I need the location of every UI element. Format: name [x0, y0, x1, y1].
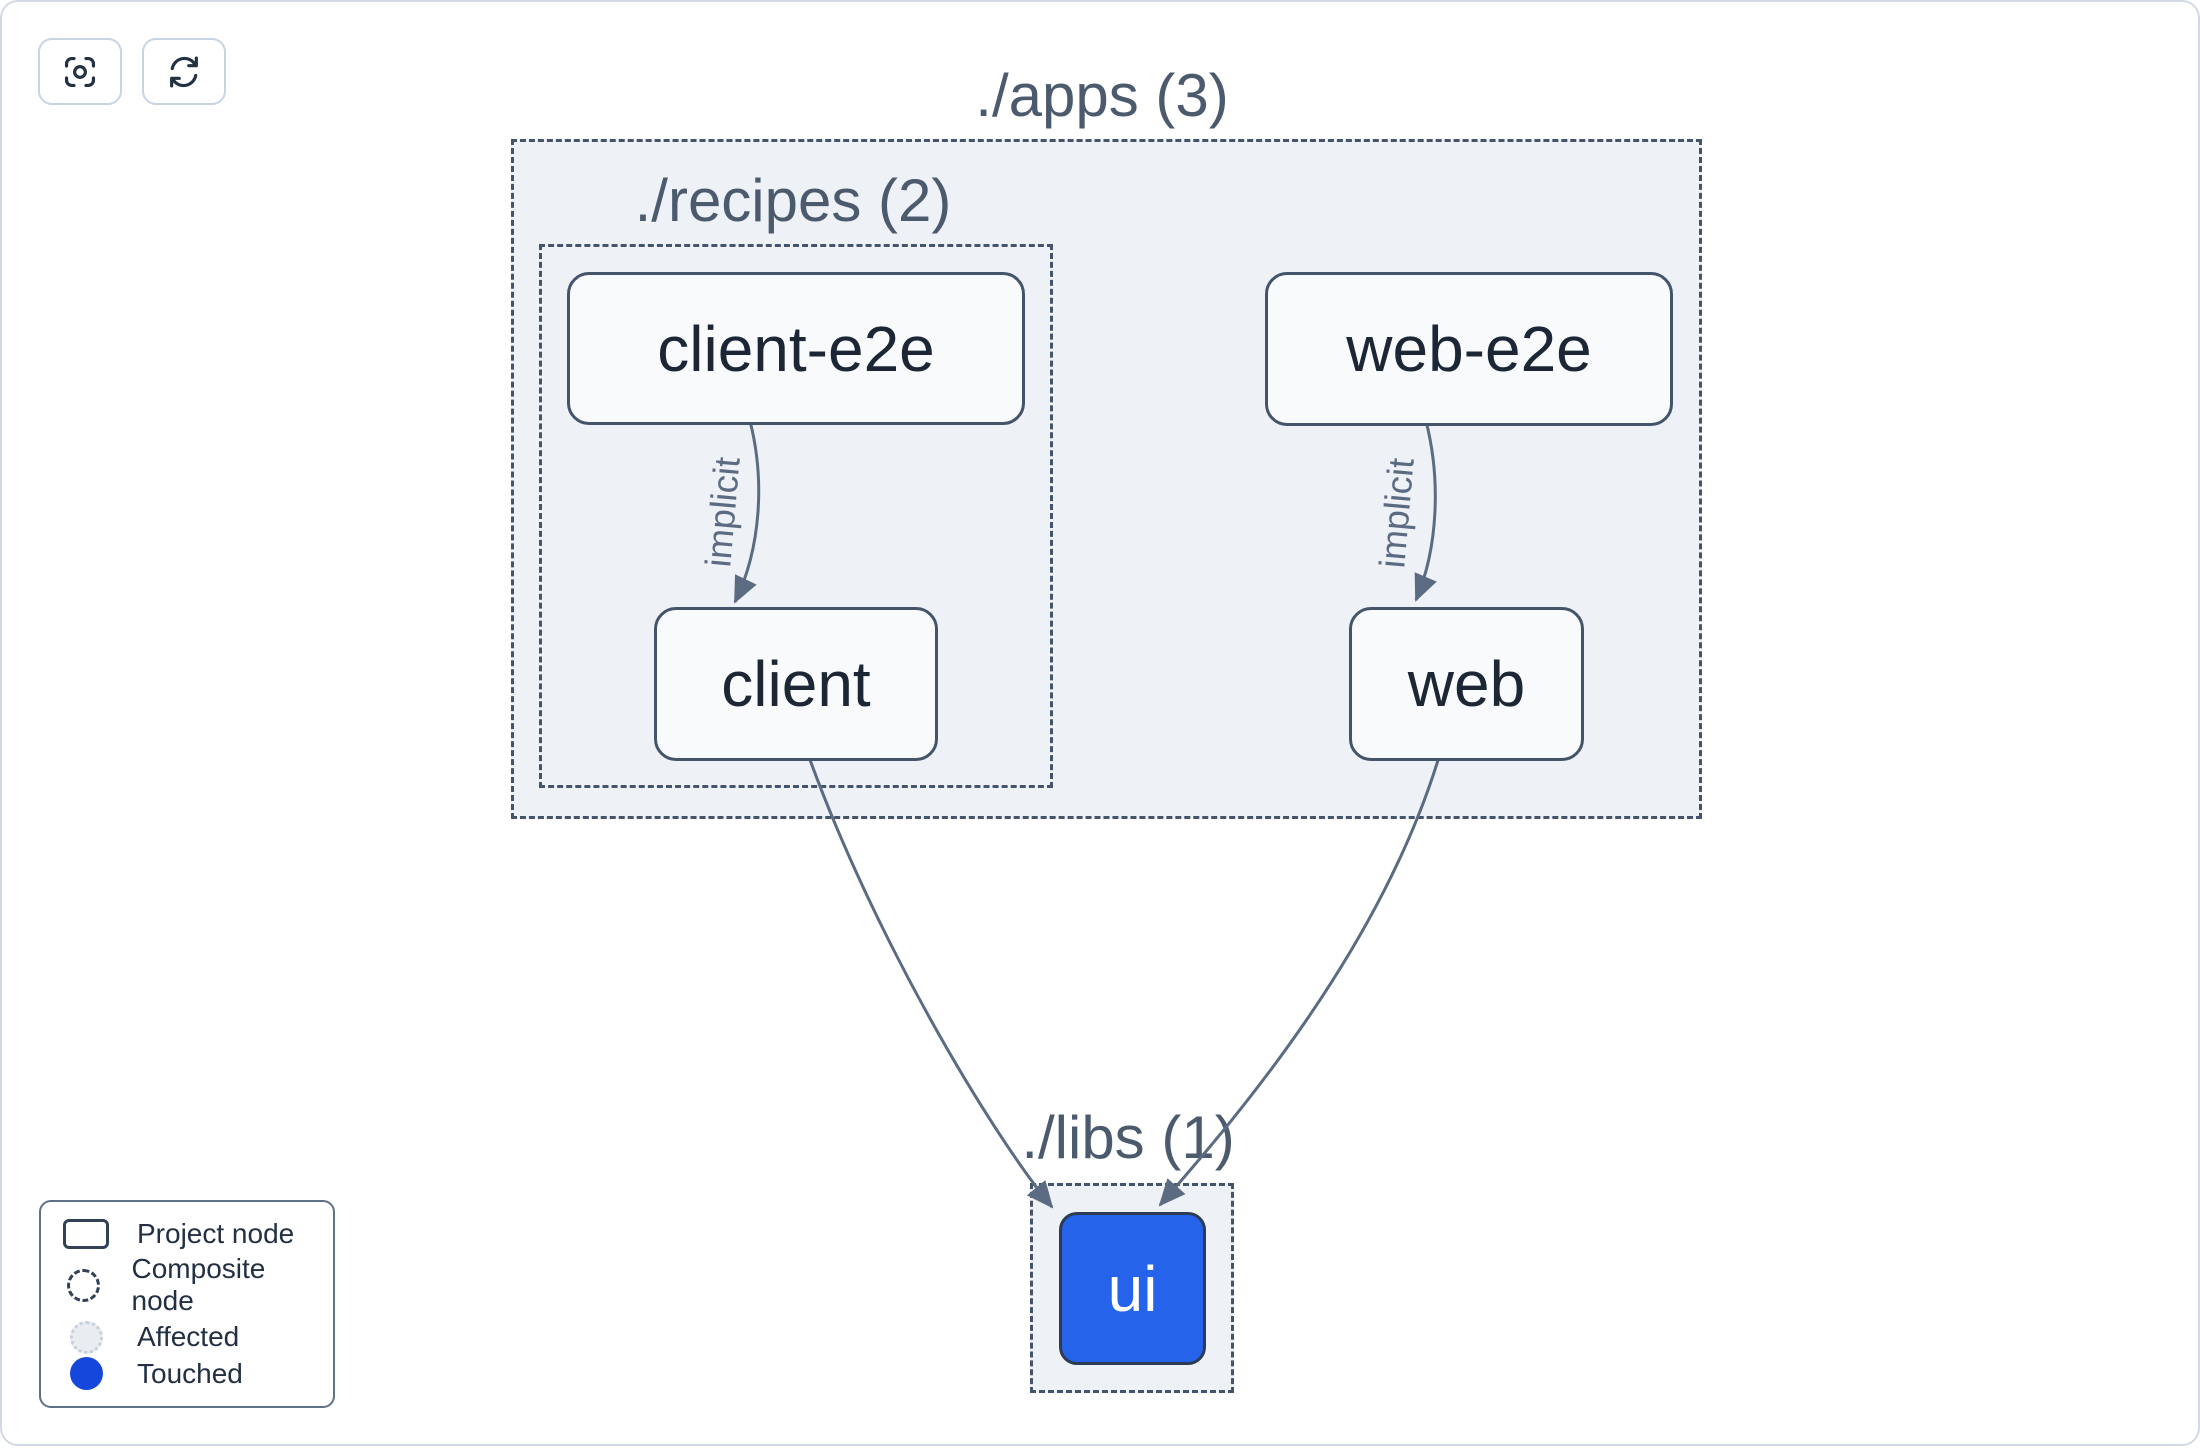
legend-label: Project node [137, 1217, 295, 1249]
focus-icon [64, 56, 96, 87]
legend: Project node Composite node Affected Tou… [39, 1200, 335, 1408]
node-web-e2e[interactable]: web-e2e [1265, 272, 1673, 426]
project-node-swatch [61, 1218, 111, 1249]
touched-swatch [61, 1357, 111, 1391]
affected-swatch [61, 1320, 111, 1354]
composite-apps-label[interactable]: ./apps (3) [975, 62, 1229, 129]
refresh-button[interactable] [142, 38, 226, 105]
node-client-e2e[interactable]: client-e2e [567, 272, 1025, 425]
legend-row-project-node: Project node [61, 1218, 313, 1250]
composite-libs-label[interactable]: ./libs (1) [1021, 1104, 1235, 1171]
legend-row-composite-node: Composite node [61, 1253, 313, 1317]
zoom-to-fit-button[interactable] [38, 38, 122, 105]
refresh-icon [170, 55, 198, 88]
toolbar [38, 38, 226, 105]
legend-row-touched: Touched [61, 1357, 313, 1391]
edge-client-to-ui[interactable] [807, 756, 1054, 1209]
composite-node-swatch [61, 1268, 106, 1302]
legend-label: Touched [137, 1357, 243, 1389]
node-client[interactable]: client [654, 607, 938, 761]
legend-label: Composite node [131, 1253, 266, 1317]
composite-recipes-label[interactable]: ./recipes (2) [634, 167, 952, 234]
node-ui[interactable]: ui [1059, 1212, 1206, 1365]
legend-row-affected: Affected [61, 1320, 313, 1354]
legend-label: Affected [137, 1321, 240, 1353]
node-web[interactable]: web [1349, 607, 1584, 761]
